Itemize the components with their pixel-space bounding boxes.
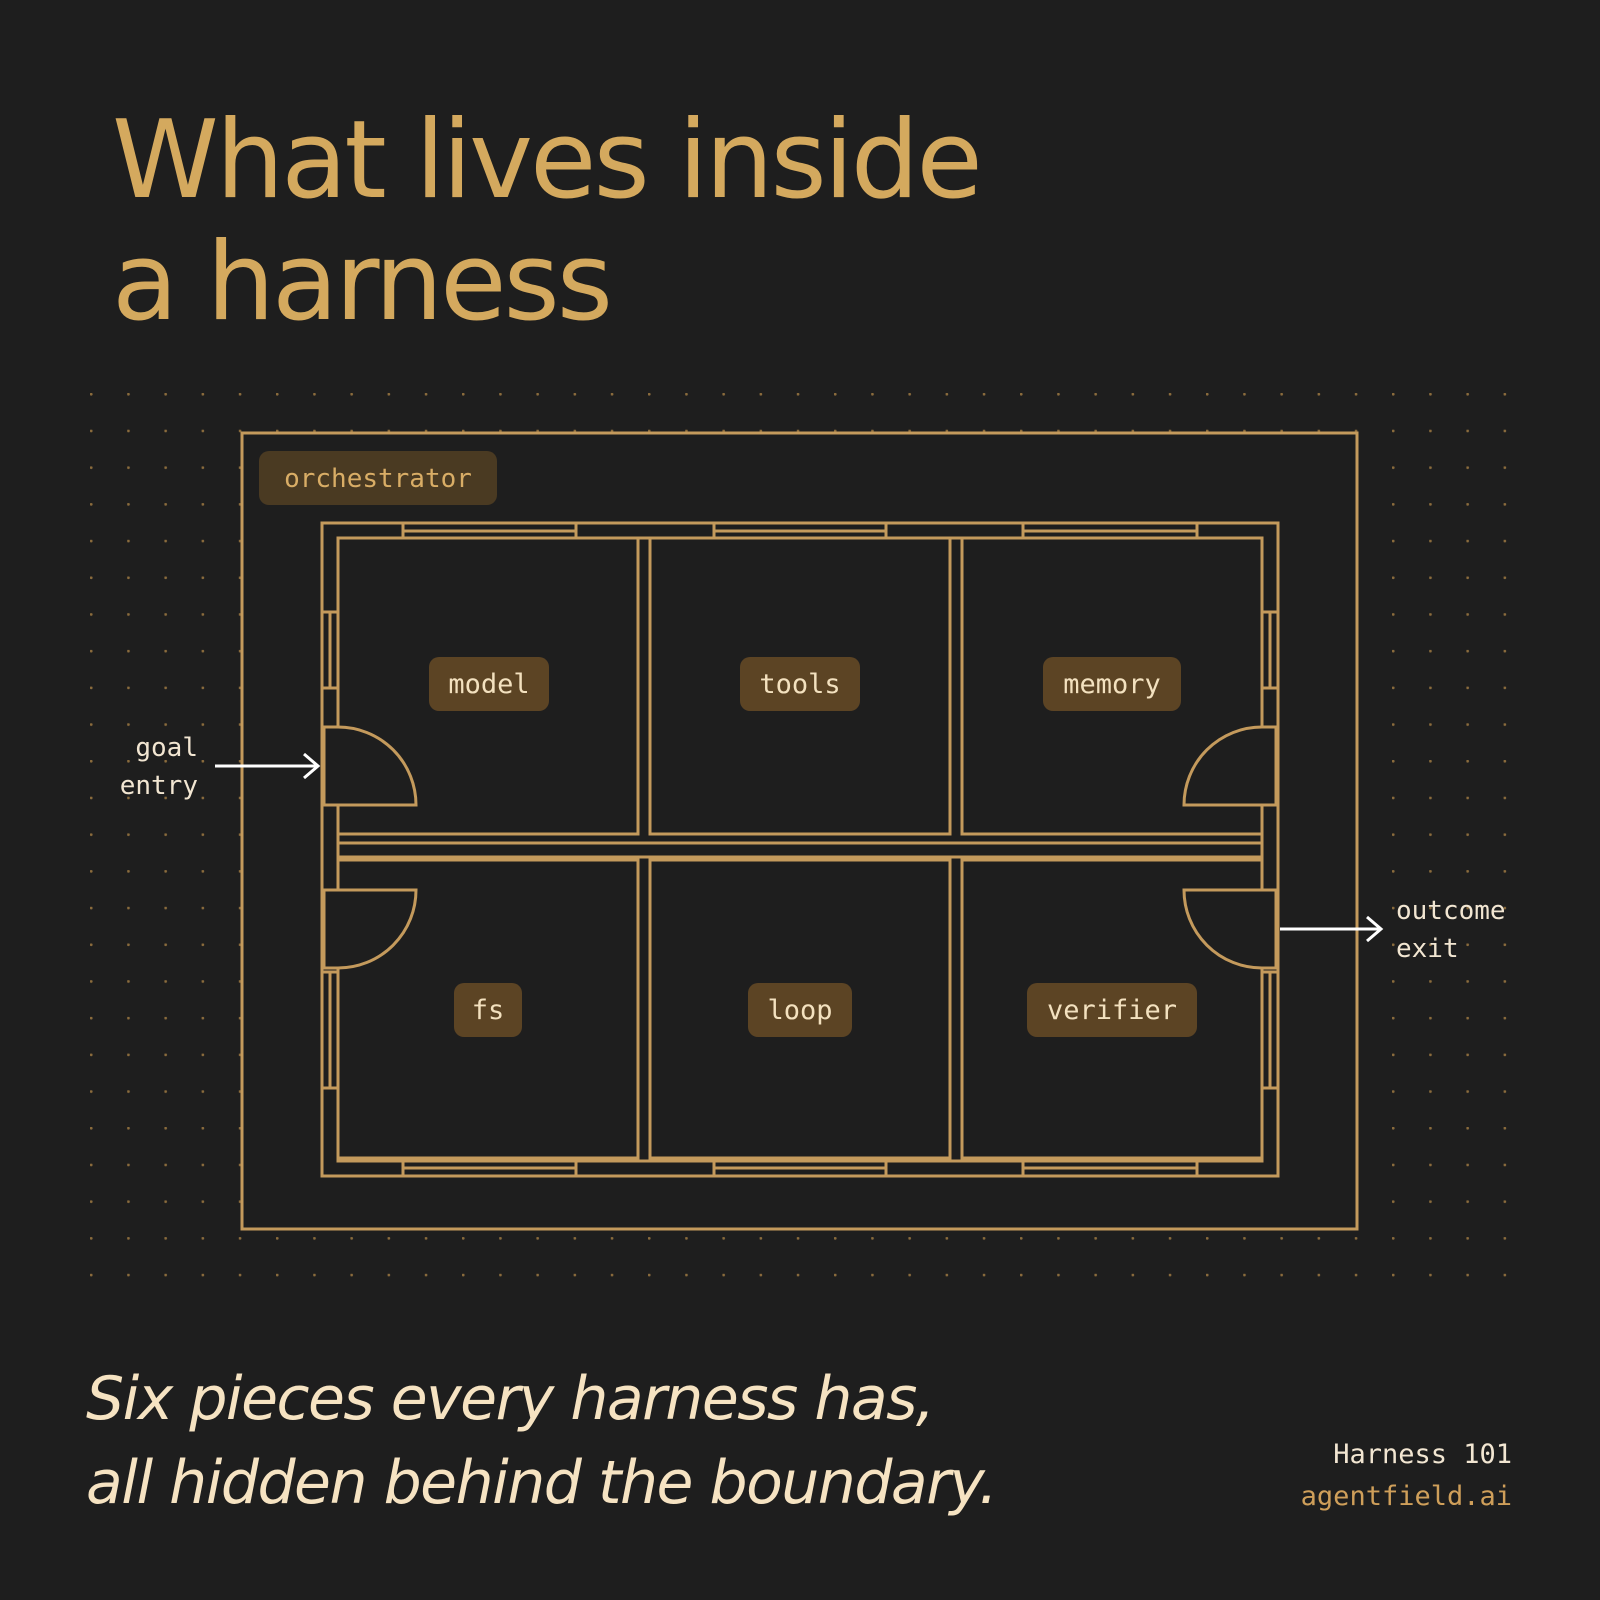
- room-badge-fs: [454, 983, 522, 1037]
- room-memory: memory: [1063, 669, 1161, 700]
- room-badge-verifier: [1027, 983, 1197, 1037]
- room-tools: tools: [759, 669, 840, 700]
- exit-label-exit: exit: [1396, 934, 1459, 964]
- entry-label-entry: entry: [120, 771, 198, 801]
- room-loop: loop: [767, 995, 832, 1026]
- room-labels: model tools memory fs loop verifier: [429, 657, 1197, 1037]
- room-badge-memory: [1043, 657, 1181, 711]
- tagline: Six pieces every harness has, all hidden…: [86, 1357, 998, 1525]
- orchestrator-boundary: [240, 431, 1359, 1231]
- page-title: What lives inside a harness: [112, 98, 983, 345]
- door-swings: [322, 725, 1278, 970]
- tagline-line-2: all hidden behind the boundary.: [86, 1448, 998, 1518]
- site-link[interactable]: agentfield.ai: [1300, 1481, 1512, 1512]
- room-badge-model: [429, 657, 549, 711]
- series-name: Harness 101: [1333, 1439, 1512, 1470]
- exit-label-outcome: outcome: [1396, 896, 1506, 926]
- title-line-2: a harness: [112, 220, 613, 345]
- exit-arrow: [1280, 915, 1384, 943]
- room-verifier: verifier: [1047, 995, 1177, 1026]
- tagline-line-1: Six pieces every harness has,: [86, 1364, 935, 1434]
- title-line-1: What lives inside: [112, 98, 983, 223]
- footer-credit: Harness 101 agentfield.ai: [1301, 1434, 1512, 1518]
- entry-arrow: [215, 752, 321, 780]
- room-fs: fs: [472, 995, 505, 1026]
- room-badge-loop: [748, 983, 852, 1037]
- floor-plan: [320, 521, 1280, 1178]
- orchestrator-label: orchestrator: [284, 464, 472, 494]
- room-model: model: [448, 669, 529, 700]
- entry-label-goal: goal: [135, 733, 198, 763]
- orchestrator-label-badge: [259, 451, 497, 505]
- room-badge-tools: [740, 657, 860, 711]
